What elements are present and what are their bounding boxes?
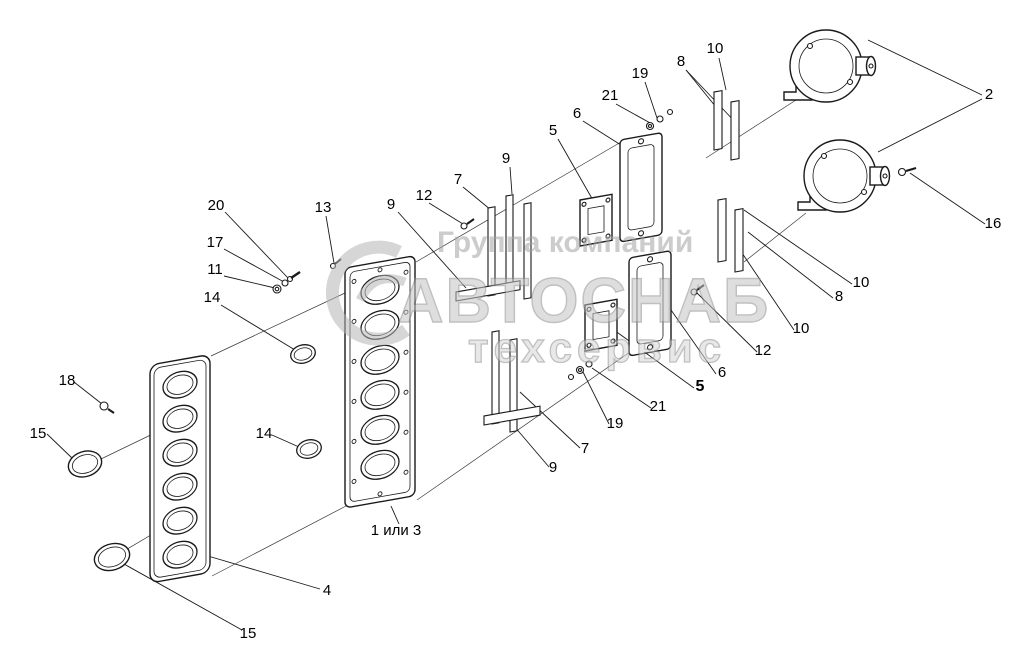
part-label-6: 6 — [573, 105, 581, 122]
part-label-21b: 21 — [650, 398, 667, 415]
panel-4 — [149, 355, 211, 583]
horn-2-upper — [783, 29, 877, 103]
part-label-11: 11 — [207, 261, 223, 278]
part-label-8: 8 — [677, 53, 685, 70]
frame-6-lower — [628, 250, 672, 357]
part-label-9b: 9 — [387, 196, 395, 213]
mesh-cover-15-upper — [67, 450, 103, 478]
part-label-8b: 8 — [835, 288, 843, 305]
watermark-line3: техсервис — [468, 324, 726, 371]
alignment-lines — [100, 99, 807, 577]
strips-10-lower — [717, 197, 744, 273]
part-label-10: 10 — [707, 40, 724, 57]
part-label-6b: 6 — [718, 364, 726, 381]
frame-6-upper — [619, 132, 663, 243]
gasket-holes — [360, 274, 400, 480]
part-label-9c: 9 — [549, 459, 557, 476]
part-label-5: 5 — [549, 122, 557, 139]
horn-2-lower — [797, 139, 891, 213]
part-label-12: 12 — [416, 187, 433, 204]
part-label-7: 7 — [454, 171, 462, 188]
mesh-cover-15-lower — [93, 542, 131, 572]
part-label-16: 16 — [985, 215, 1002, 232]
watermark-logo-swirl — [355, 274, 407, 303]
part-label-13: 13 — [315, 199, 332, 216]
part-label-10c: 10 — [793, 320, 810, 337]
part-label-14: 14 — [204, 289, 221, 306]
part-label-15: 15 — [30, 425, 47, 442]
part-label-5b: 5 — [696, 378, 705, 395]
part-label-19b: 19 — [607, 415, 624, 432]
washers-19-21-bottom — [567, 360, 593, 381]
strips-7-9-lower — [483, 330, 541, 433]
strips-10-upper — [713, 89, 740, 161]
watermark-line2: АВТОСНАБ — [398, 266, 770, 336]
screw-16 — [897, 166, 917, 177]
screw-12-lower — [690, 284, 705, 296]
part-label-9: 9 — [502, 150, 510, 167]
part-label-14b: 14 — [256, 425, 273, 442]
watermark-line1: Группа компаний — [437, 226, 693, 259]
fastener-cluster-20-17-11 — [272, 271, 301, 294]
screw-12-upper — [460, 218, 475, 230]
part-label-21: 21 — [602, 87, 619, 104]
part-label-18: 18 — [59, 372, 76, 389]
part-label-17: 17 — [207, 234, 224, 251]
part-label-2: 2 — [985, 86, 993, 103]
bracket-5-upper — [579, 193, 613, 247]
part-label-4: 4 — [323, 582, 331, 599]
part-label-1-or-3: 1 или 3 — [371, 522, 422, 539]
part-label-15b: 15 — [240, 625, 257, 642]
part-label-10b: 10 — [853, 274, 870, 291]
watermark: Группа компаний АВТОСНАБ техсервис — [325, 226, 770, 372]
washers-19-21-top — [645, 108, 674, 131]
leader-lines — [46, 39, 986, 631]
bracket-5-lower — [584, 298, 618, 352]
gasket-bolt-holes — [351, 267, 409, 497]
gasket-1-3 — [344, 255, 416, 508]
part-label-7b: 7 — [581, 440, 589, 457]
ring-14-lower — [296, 439, 322, 459]
strips-7-9-upper — [455, 194, 532, 302]
screw-18 — [99, 401, 115, 414]
part-label-12b: 12 — [755, 342, 772, 359]
ring-14-upper — [290, 344, 316, 364]
part-label-20: 20 — [208, 197, 225, 214]
watermark-logo-icon — [325, 240, 410, 346]
panel-4-holes — [162, 370, 198, 569]
part-labels: 19 8 10 2 21 6 5 9 7 12 9 20 13 17 11 14… — [30, 40, 1002, 642]
part-label-19: 19 — [632, 65, 649, 82]
